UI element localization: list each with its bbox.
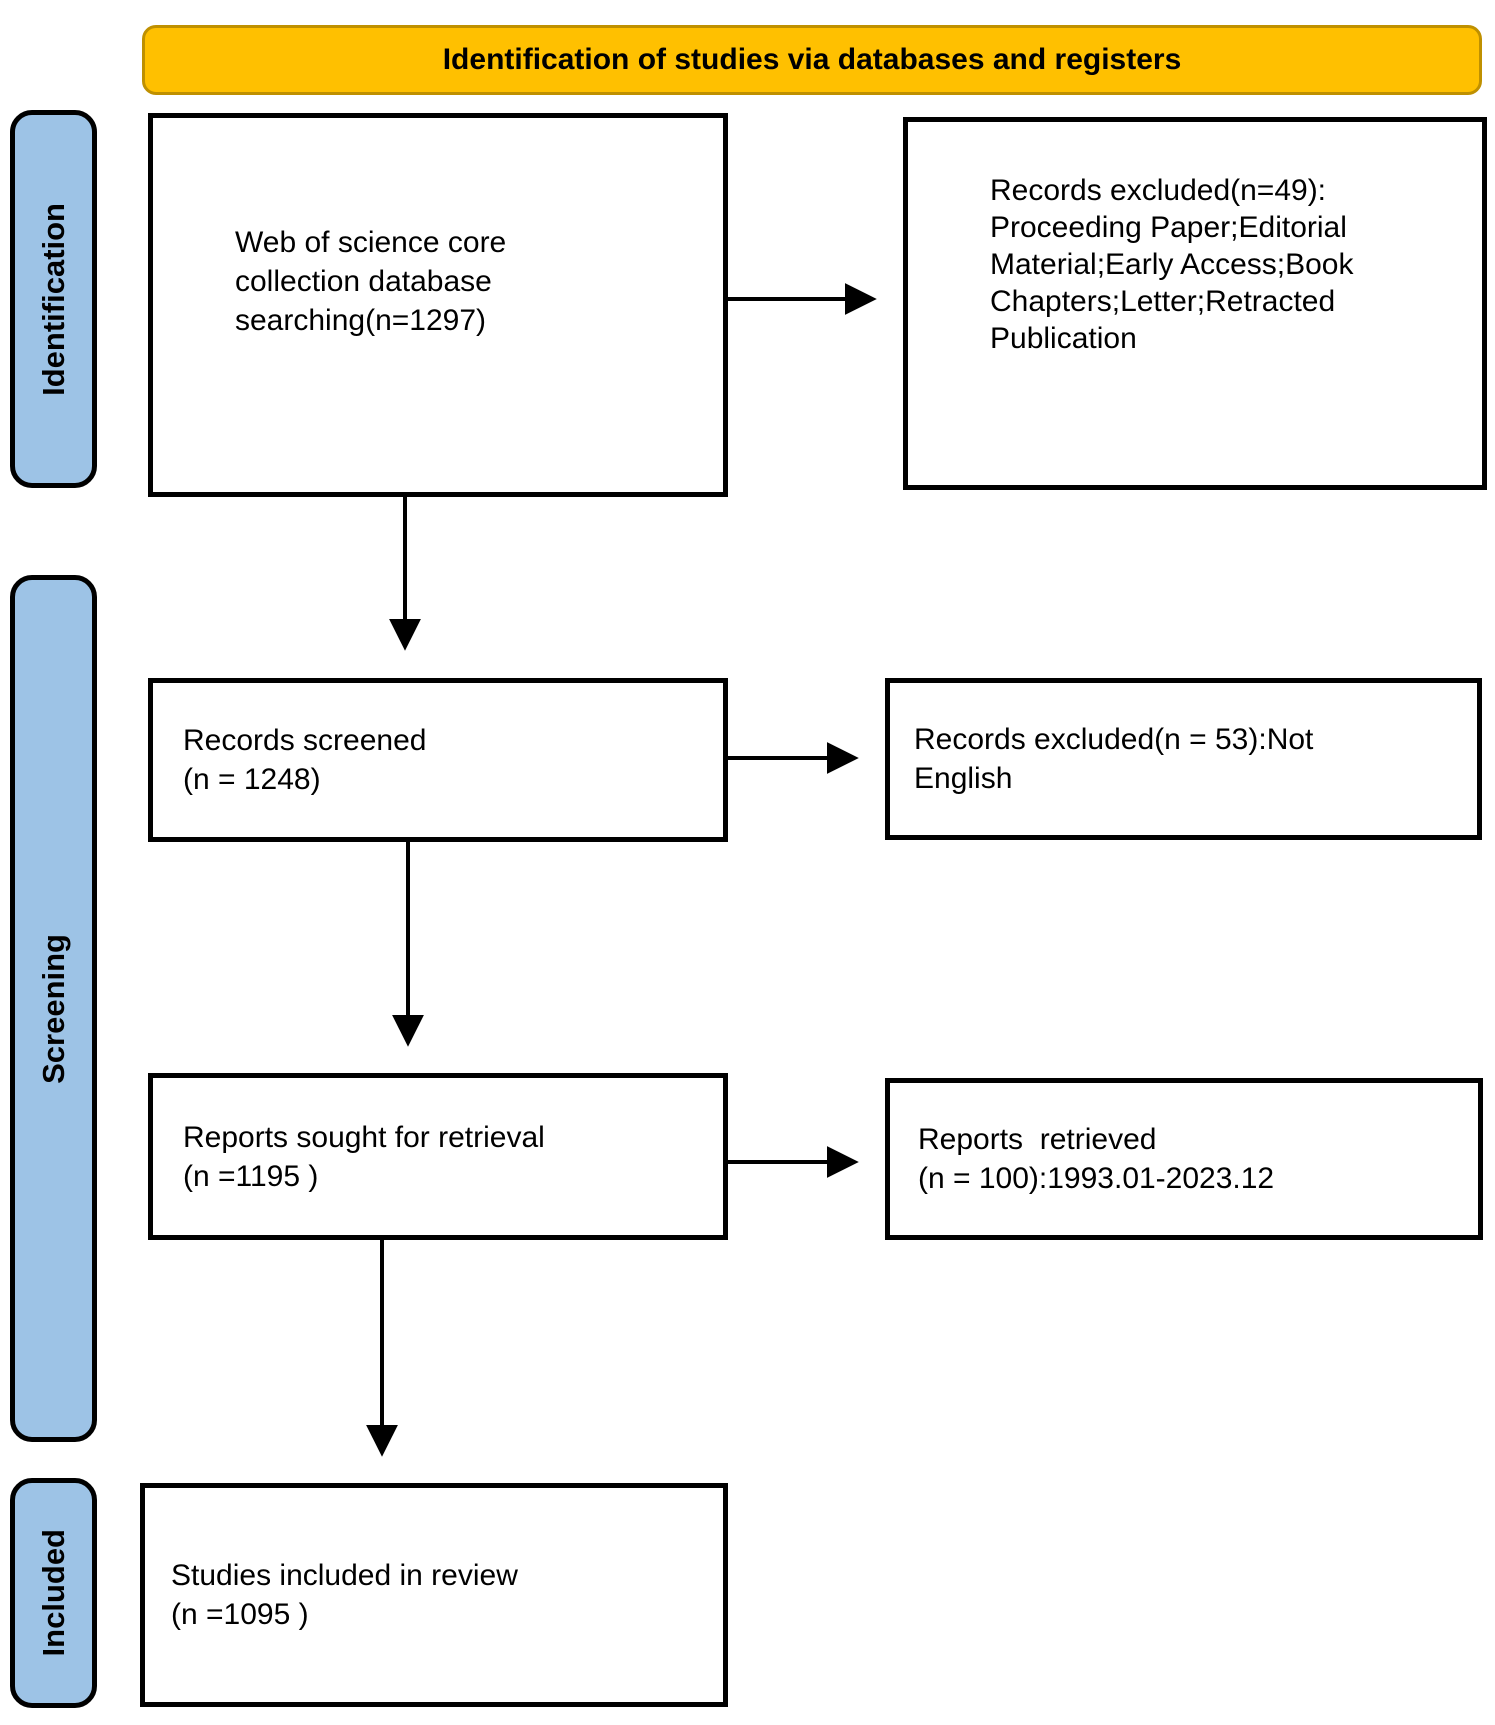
box-text-line: searching(n=1297)	[235, 303, 487, 337]
flow-box-records-screened: Records screened (n = 1248)	[148, 678, 728, 842]
box-text-line: English	[914, 762, 1013, 795]
box-text-line: (n = 1248)	[183, 763, 321, 796]
stage-tab-identification: Identification	[10, 110, 97, 488]
banner-title-text: Identification of studies via databases …	[442, 43, 1182, 76]
box-text-line: Studies included in review	[171, 1559, 518, 1592]
box-text-line: Records excluded(n = 53):Not	[914, 723, 1314, 756]
box-text-line: Reports sought for retrieval	[183, 1120, 545, 1154]
box-text-line: Web of science core	[235, 225, 507, 259]
flow-box-reports-retrieved: Reports retrieved (n = 100):1993.01-2023…	[885, 1078, 1483, 1240]
flow-box-records-excluded-language: Records excluded(n = 53):Not English	[885, 678, 1482, 840]
box-text-line: Chapters;Letter;Retracted	[990, 285, 1336, 318]
box-text-line: (n = 100):1993.01-2023.12	[918, 1162, 1275, 1195]
box-text-line: Reports retrieved	[918, 1123, 1157, 1156]
banner-title: Identification of studies via databases …	[142, 25, 1482, 95]
box-text-line: (n =1195 )	[183, 1159, 319, 1193]
stage-tab-screening: Screening	[10, 575, 97, 1442]
flow-box-reports-sought: Reports sought for retrieval (n =1195 )	[148, 1073, 728, 1240]
flow-box-studies-included: Studies included in review (n =1095 )	[140, 1483, 728, 1707]
flow-box-database-searching: Web of science core collection database …	[148, 113, 728, 497]
box-text-line: (n =1095 )	[171, 1598, 309, 1631]
box-text-line: Records excluded(n=49):	[990, 174, 1327, 207]
stage-tab-included: Included	[10, 1478, 97, 1708]
box-text-line: collection database	[235, 264, 492, 298]
box-text-line: Material;Early Access;Book	[990, 248, 1354, 281]
box-text-line: Publication	[990, 322, 1137, 355]
flow-box-records-excluded-types: Records excluded(n=49): Proceeding Paper…	[903, 117, 1487, 490]
box-text-line: Records screened	[183, 724, 427, 757]
box-text-line: Proceeding Paper;Editorial	[990, 211, 1347, 244]
